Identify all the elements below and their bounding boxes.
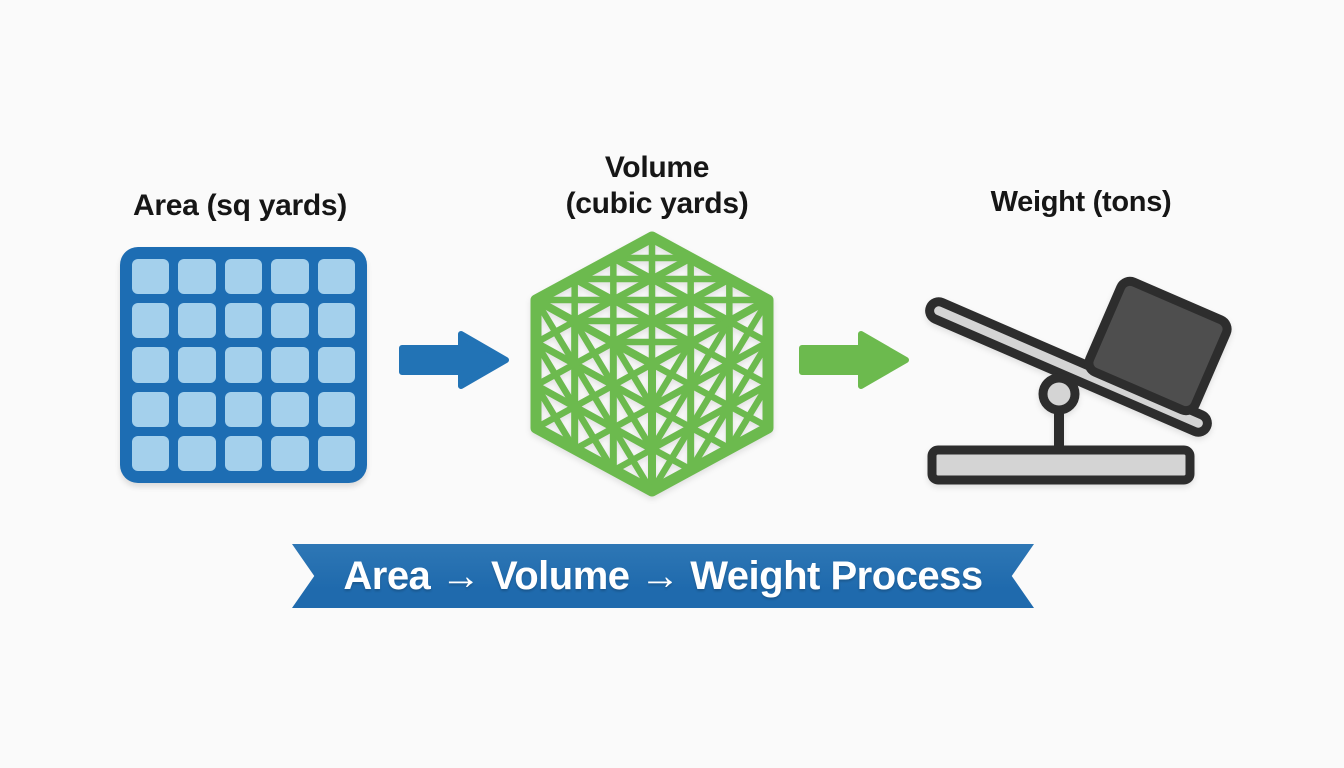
cube-wire-line bbox=[648, 403, 733, 452]
cube-wire-line bbox=[532, 381, 656, 453]
cube-wire-line bbox=[532, 382, 578, 453]
grid-cell bbox=[132, 347, 170, 383]
grid-cell bbox=[178, 435, 216, 471]
cube-wire-line bbox=[648, 381, 772, 453]
process-banner-ribbon: Area → Volume → Weight Process bbox=[292, 544, 1034, 608]
volume-label-line1: Volume bbox=[604, 151, 710, 184]
area-grid-icon bbox=[120, 247, 367, 483]
cube-wire-line bbox=[532, 339, 656, 411]
weight-scale-icon bbox=[925, 276, 1232, 485]
cube-wire-line bbox=[609, 254, 733, 325]
cube-wire-line bbox=[532, 339, 617, 474]
grid-cell bbox=[224, 303, 263, 339]
grid-cell bbox=[132, 391, 170, 427]
cube-wire-line bbox=[532, 296, 656, 496]
cube-wire-line bbox=[610, 339, 656, 410]
grid-cell bbox=[271, 347, 309, 383]
grid-cell bbox=[317, 259, 355, 295]
grid-cell bbox=[271, 435, 309, 471]
cube-wire-line bbox=[648, 338, 772, 410]
grid-cell bbox=[178, 391, 216, 427]
grid-cell bbox=[224, 259, 263, 295]
volume-label-line2: (cubic yards) bbox=[565, 187, 749, 220]
grid-cell bbox=[178, 347, 216, 383]
scale-base bbox=[927, 445, 1195, 485]
grid-cell bbox=[224, 435, 263, 471]
arrow-right-icon bbox=[399, 331, 509, 389]
cube-outline bbox=[530, 231, 774, 497]
grid-cell bbox=[132, 435, 170, 471]
area-step-label: Area (sq yards) bbox=[133, 189, 347, 222]
cube-wire-line bbox=[648, 296, 772, 368]
grid-cell bbox=[317, 391, 355, 427]
grid-cell bbox=[224, 347, 263, 383]
cube-wire-line bbox=[726, 318, 772, 346]
grid-cell bbox=[178, 303, 216, 339]
arrow-right-icon bbox=[799, 331, 909, 389]
weight-box bbox=[1084, 276, 1232, 416]
grid-cell bbox=[132, 259, 170, 295]
grid-cell bbox=[317, 303, 355, 339]
grid-cell bbox=[178, 259, 216, 295]
cube-wire-line bbox=[571, 254, 695, 325]
cube-wire-line bbox=[687, 339, 772, 388]
banner-label: Area → Volume → Weight Process bbox=[343, 553, 983, 598]
grid-cell bbox=[271, 303, 309, 339]
grid-cell bbox=[317, 347, 355, 383]
cube-wire-line bbox=[532, 296, 656, 368]
weight-step-label: Weight (tons) bbox=[990, 186, 1172, 218]
grid-cell bbox=[271, 259, 309, 295]
volume-cube-icon bbox=[530, 231, 774, 497]
cube-wire-line bbox=[571, 318, 656, 453]
cube-wire-line bbox=[609, 275, 733, 346]
grid-cell bbox=[317, 435, 355, 471]
grid-cell bbox=[271, 391, 309, 427]
cube-wire-line bbox=[648, 360, 772, 431]
cube-wire-line bbox=[571, 275, 695, 346]
grid-cell bbox=[132, 303, 170, 339]
scale-pivot bbox=[1038, 373, 1080, 415]
grid-cell bbox=[224, 391, 263, 427]
cube-wire-line bbox=[648, 445, 694, 473]
volume-step-label: Volume (cubic yards) bbox=[507, 150, 807, 222]
